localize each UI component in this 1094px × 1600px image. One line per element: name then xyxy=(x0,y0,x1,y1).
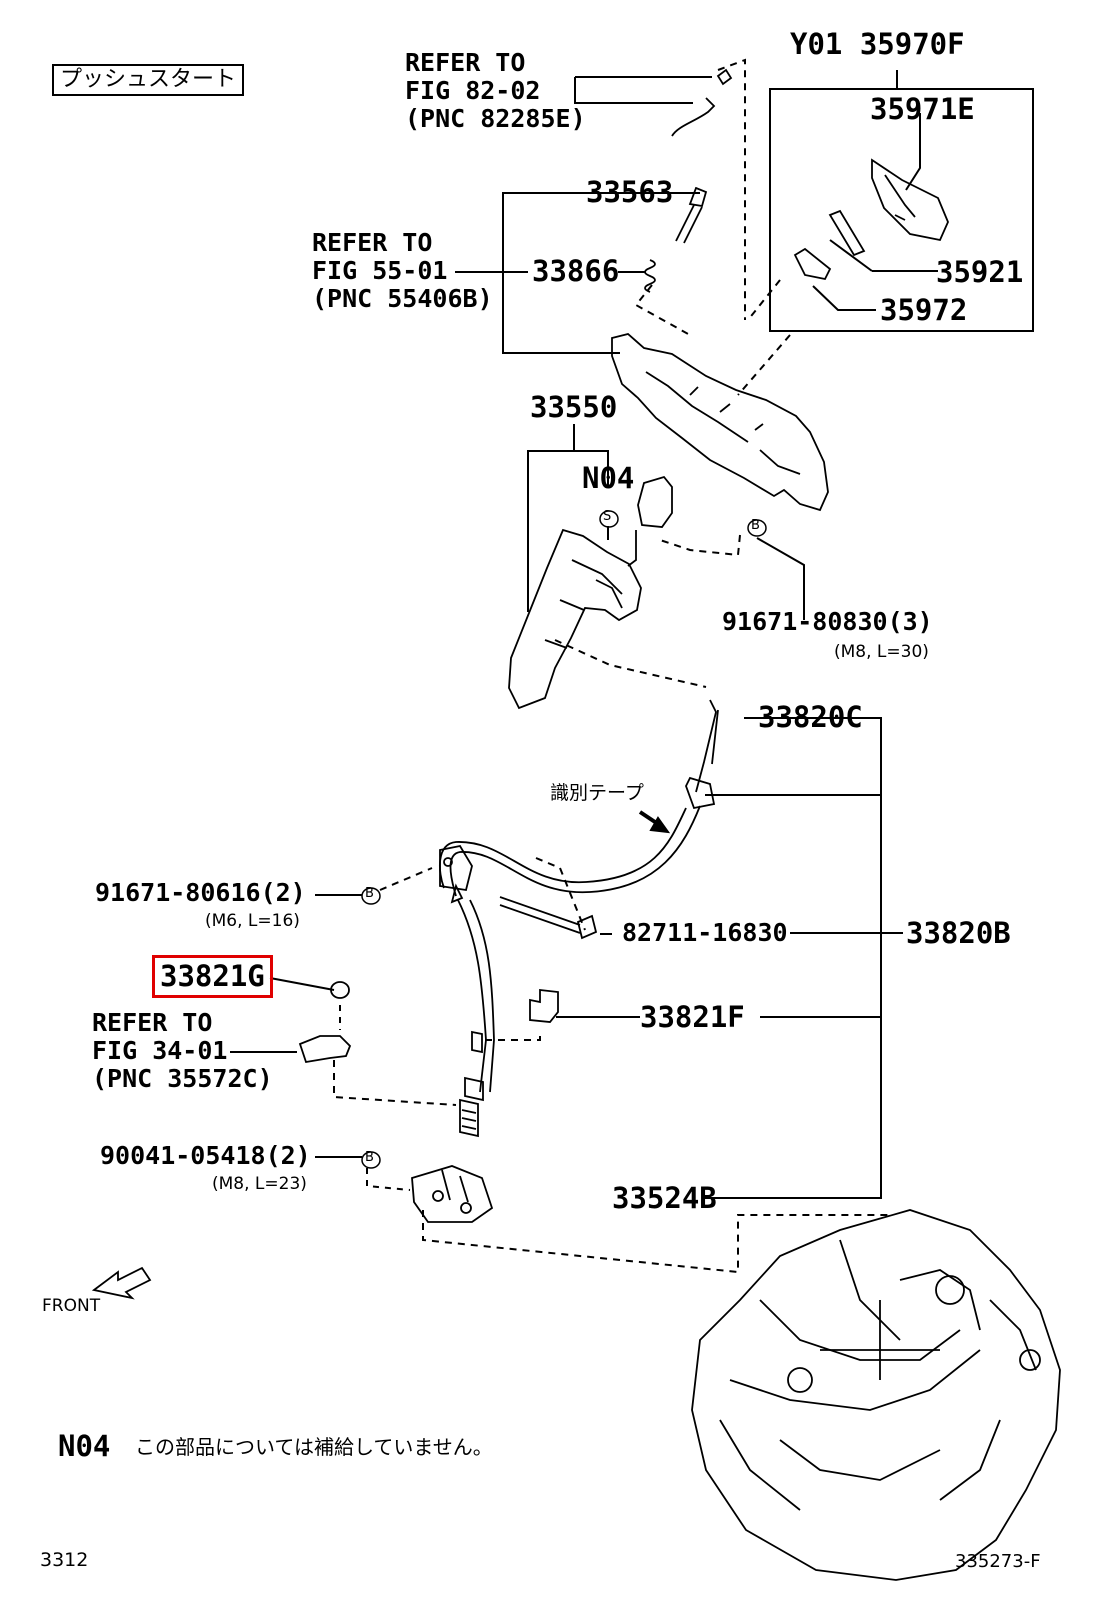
part-33820C[interactable]: 33820C xyxy=(758,700,863,734)
marker-b-3: B xyxy=(365,1150,374,1165)
illustration-id: 335273-F xyxy=(955,1551,1041,1572)
part-35972[interactable]: 35972 xyxy=(880,293,968,327)
spec-m6-l16: (M6, L=16) xyxy=(205,911,300,931)
part-91671-80830[interactable]: 91671-80830(3) xyxy=(722,607,933,636)
id-tape-label: 識別テープ xyxy=(550,782,644,804)
part-33550[interactable]: 33550 xyxy=(530,390,618,424)
push-start-label: プッシュスタート xyxy=(52,64,245,96)
ref-fig-34-line3[interactable]: (PNC 35572C) xyxy=(92,1064,273,1093)
part-33524B[interactable]: 33524B xyxy=(612,1181,717,1215)
ref-fig-55-line2[interactable]: FIG 55-01 xyxy=(312,256,448,285)
part-91671-80616[interactable]: 91671-80616(2) xyxy=(95,878,306,907)
part-33821F[interactable]: 33821F xyxy=(640,1000,745,1034)
ref-fig-34-line1[interactable]: REFER TO xyxy=(92,1008,213,1037)
page-number: 3312 xyxy=(40,1549,89,1571)
part-33563[interactable]: 33563 xyxy=(586,175,674,209)
part-33866[interactable]: 33866 xyxy=(532,254,620,288)
part-33820B[interactable]: 33820B xyxy=(906,916,1011,950)
variant-code: Y01 35970F xyxy=(790,27,965,61)
ref-fig-55-line3[interactable]: (PNC 55406B) xyxy=(312,284,493,313)
footnote-text: この部品については補給していません。 xyxy=(135,1435,493,1459)
marker-s: S xyxy=(603,509,612,524)
marker-b-2: B xyxy=(365,886,374,901)
part-33821G-highlighted[interactable]: 33821G xyxy=(152,955,273,998)
ref-fig-34-line2[interactable]: FIG 34-01 xyxy=(92,1036,228,1065)
part-sketches xyxy=(91,68,1061,1581)
front-label: FRONT xyxy=(42,1296,101,1316)
part-90041-05418[interactable]: 90041-05418(2) xyxy=(100,1141,311,1170)
marker-b-1: B xyxy=(751,518,760,533)
leader-lines xyxy=(230,58,1034,1274)
marker-symbols xyxy=(361,510,767,1169)
spec-m8-l30: (M8, L=30) xyxy=(834,642,929,662)
ref-fig-55-line1[interactable]: REFER TO xyxy=(312,228,433,257)
note-code-n04: N04 xyxy=(582,461,635,495)
ref-fig-82-line1[interactable]: REFER TO xyxy=(405,48,526,77)
part-82711-16830[interactable]: 82711-16830 xyxy=(622,918,788,947)
ref-fig-82-line2[interactable]: FIG 82-02 xyxy=(405,76,541,105)
footnote-code: N04 xyxy=(58,1429,111,1463)
ref-fig-82-line3[interactable]: (PNC 82285E) xyxy=(405,104,586,133)
spec-m8-l23: (M8, L=23) xyxy=(212,1174,307,1194)
part-35971E[interactable]: 35971E xyxy=(870,92,975,126)
part-35921[interactable]: 35921 xyxy=(936,255,1024,289)
